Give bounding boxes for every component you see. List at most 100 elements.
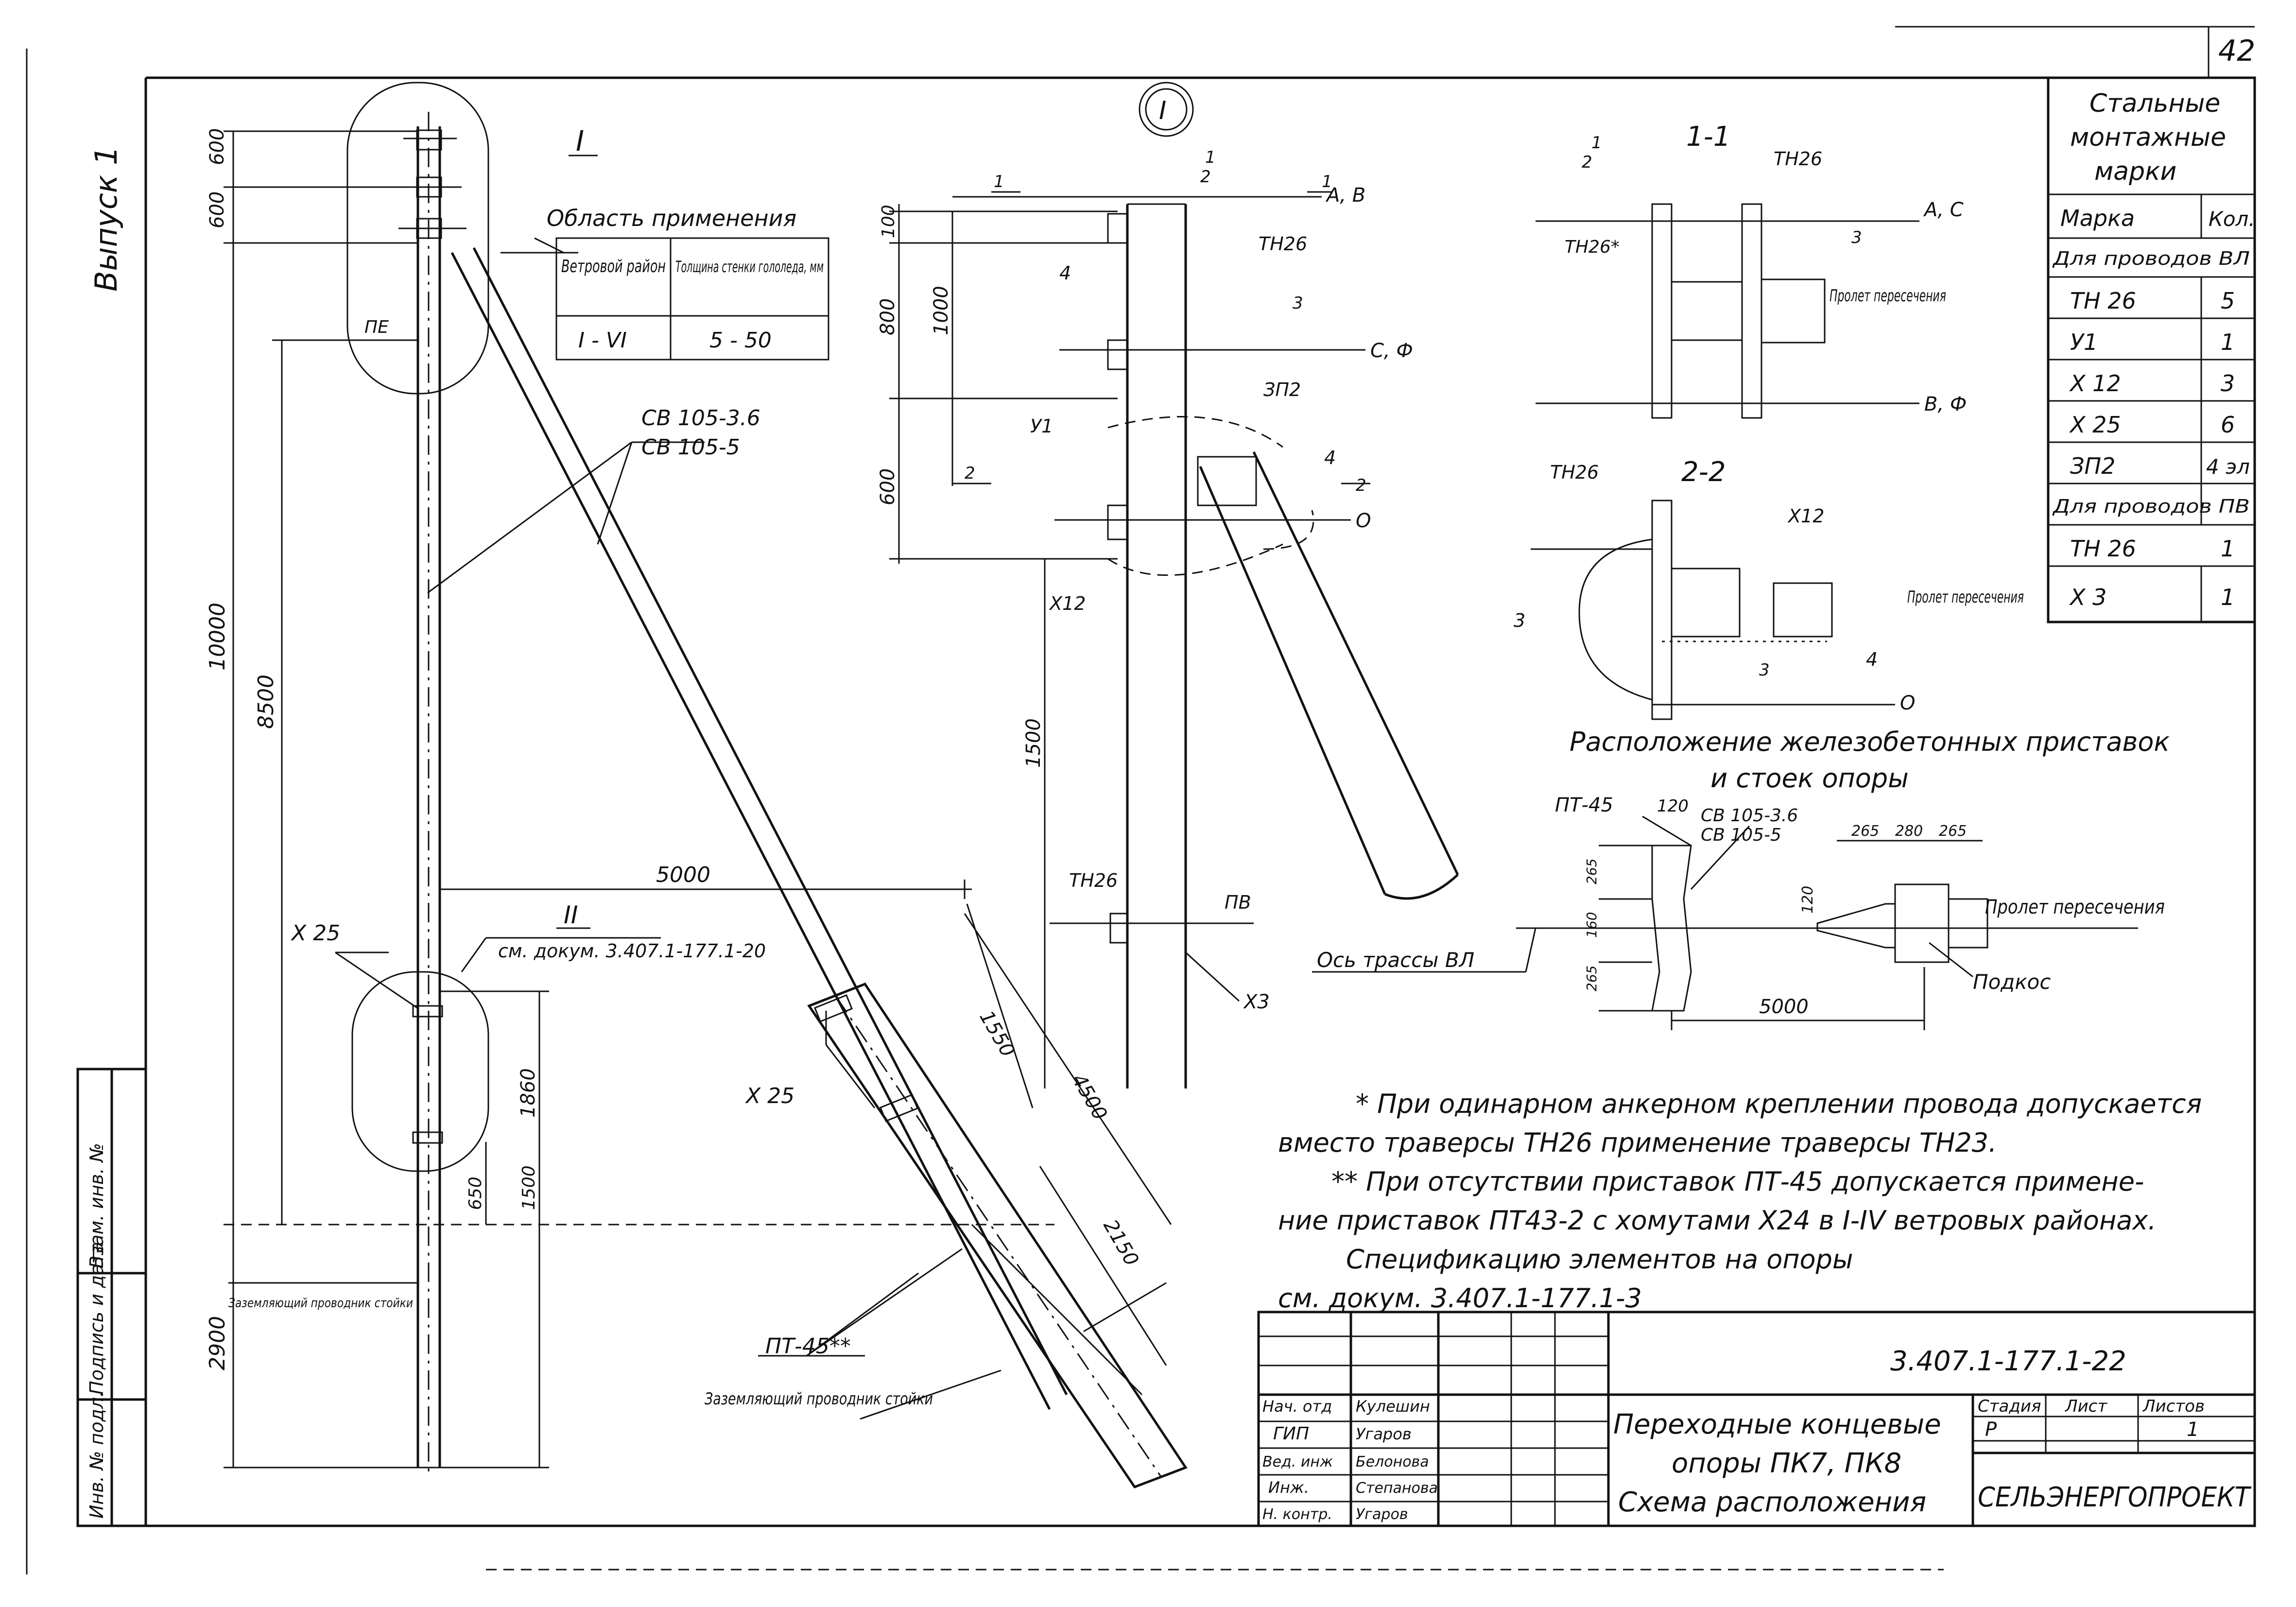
dim-4500: 4500 — [1067, 1070, 1111, 1124]
dim-160: 160 — [1584, 912, 1600, 938]
label-x25-strut: Х 25 — [745, 1084, 794, 1108]
sec22-n4: 4 — [1866, 649, 1878, 670]
tb-role-2: ГИП — [1273, 1424, 1309, 1444]
mid-n4-top: 4 — [1059, 262, 1071, 284]
mid-phase-CF: С, Ф — [1370, 340, 1413, 362]
sheets-header: Листов — [2142, 1397, 2205, 1416]
layout-title: Расположение железобетонных приставок — [1570, 726, 2170, 757]
layout-span: Пролет пересечения — [1985, 896, 2165, 918]
dim-5000: 5000 — [656, 863, 710, 887]
dim-2150: 2150 — [1099, 1216, 1143, 1270]
mid-n4-bottom: 4 — [1324, 447, 1336, 468]
vypusk-label: Выпуск 1 — [88, 146, 124, 292]
section-2-2 — [1531, 500, 1895, 720]
stage-value: Р — [1985, 1418, 1997, 1441]
marks-col-mark: Марка — [2060, 205, 2135, 231]
marks-row6-mark: ТН 26 — [2070, 536, 2136, 562]
note-6: см. докум. 3.407.1-177.1-3 — [1278, 1283, 1642, 1313]
sec22-n3a: 3 — [1514, 610, 1525, 631]
tb-name-5: Угаров — [1356, 1506, 1408, 1523]
dim-280: 280 — [1895, 823, 1923, 840]
dim-1500-mid: 1500 — [1022, 718, 1045, 768]
stamp-inv-no: Инв. № подл. — [86, 1391, 107, 1519]
note-3: ** При отсутствии приставок ПТ-45 допуск… — [1331, 1166, 2144, 1197]
mid-sec-1-left: 1 — [994, 172, 1004, 191]
sec11-phase-BF: В, Ф — [1924, 393, 1967, 415]
label-post-mark-2: СВ 105-5 — [641, 435, 740, 460]
mid-tn26-bottom: ТН26 — [1069, 870, 1118, 891]
stage-header: Стадия — [1978, 1397, 2041, 1416]
mid-n1: 1 — [1205, 148, 1216, 167]
mid-pv: ПВ — [1225, 892, 1251, 913]
sheets-value: 1 — [2187, 1418, 2199, 1441]
stamp-replaced-inv: Взам. инв. № — [86, 1143, 107, 1268]
dim-120-b: 120 — [1799, 886, 1816, 914]
label-x25-top: Х 25 — [291, 921, 340, 946]
note-4: ние приставок ПТ43-2 с хомутами Х24 в I-… — [1278, 1205, 2156, 1236]
note-1: * При одинарном анкерном креплении прово… — [1356, 1089, 2202, 1119]
label-post-mark: СВ 105-3.6 — [641, 406, 760, 431]
dim-800: 800 — [877, 298, 899, 335]
dim-265-c: 265 — [1584, 859, 1600, 884]
title-block — [1257, 1311, 2256, 1527]
callout-II: II — [564, 901, 578, 929]
area-table: Область применения Ветровой район Толщин… — [547, 205, 829, 361]
sec22-phase-O: О — [1900, 692, 1915, 714]
sec22-x12: Х12 — [1787, 505, 1824, 527]
layout-podkos: Подкос — [1973, 970, 2051, 994]
sec11-tn26-star: ТН26* — [1565, 237, 1620, 257]
marks-row5-mark: ЗП2 — [2070, 453, 2115, 479]
section-1-1 — [1536, 203, 1919, 419]
sheet-header: Лист — [2064, 1397, 2107, 1416]
title-line-3: Схема расположения — [1618, 1486, 1926, 1518]
marks-row4-mark: Х 25 — [2069, 412, 2121, 438]
area-table-title: Область применения — [547, 205, 796, 231]
area-v2: 5 - 50 — [709, 328, 772, 353]
marks-row7-qty: 1 — [2221, 584, 2235, 610]
sec11-n1: 1 — [1591, 133, 1602, 153]
marks-row4-qty: 6 — [2221, 412, 2235, 438]
main-pole-view — [224, 82, 1188, 1489]
layout-plan — [1516, 815, 2138, 1030]
dim-1000: 1000 — [930, 286, 952, 335]
tb-role-5: Н. контр. — [1262, 1506, 1332, 1523]
layout-pt45: ПТ-45 — [1555, 794, 1613, 816]
dim-100: 100 — [879, 205, 898, 238]
tb-role-3: Вед. инж — [1262, 1453, 1333, 1470]
sheet-frame — [26, 26, 2256, 1574]
left-stamp: Инв. № подл. Подпись и дата Взам. инв. № — [76, 1068, 147, 1527]
dim-265-a: 265 — [1851, 823, 1879, 840]
page-number: 42 — [2218, 34, 2255, 68]
dim-8500: 8500 — [254, 674, 278, 729]
dim-1500: 1500 — [519, 1165, 539, 1210]
marks-row1-qty: 5 — [2221, 288, 2235, 314]
label-pe: ПЕ — [364, 317, 389, 337]
dim-120-a: 120 — [1657, 796, 1689, 816]
mid-zp2: ЗП2 — [1263, 379, 1301, 400]
marks-col-qty: Кол. — [2209, 207, 2255, 231]
dim-600-c: 600 — [877, 468, 899, 505]
area-v1: I - VI — [578, 328, 627, 353]
sec22-tn26: ТН26 — [1550, 462, 1599, 483]
sec11-span: Пролет пересечения — [1830, 286, 1946, 306]
title-line-2: опоры ПК7, ПК8 — [1672, 1448, 1901, 1479]
mid-n2: 2 — [1200, 167, 1211, 187]
mid-phase-O: О — [1356, 510, 1371, 532]
marks-row2-mark: У1 — [2070, 329, 2098, 355]
mid-sec-1-right: 1 — [1322, 172, 1332, 191]
marks-title-3: марки — [2094, 157, 2176, 186]
sec11-title: 1-1 — [1686, 121, 1730, 153]
callout-I: I — [576, 124, 584, 157]
note-5: Спецификацию элементов на опоры — [1346, 1244, 1853, 1275]
marks-row6-qty: 1 — [2221, 536, 2235, 562]
mid-y1: У1 — [1030, 415, 1053, 437]
tb-name-4: Степанова — [1356, 1480, 1438, 1497]
dim-1860: 1860 — [517, 1068, 539, 1118]
org-name: СЕЛЬЭНЕРГОПРОЕКТ — [1978, 1482, 2251, 1513]
sec22-span: Пролет пересечения — [1907, 588, 2024, 607]
label-ground-conductor-strut: Заземляющий проводник стойки — [705, 1389, 933, 1409]
dim-650: 650 — [466, 1176, 485, 1210]
mid-tn26-top: ТН26 — [1259, 233, 1307, 255]
dim-2900: 2900 — [205, 1316, 230, 1370]
